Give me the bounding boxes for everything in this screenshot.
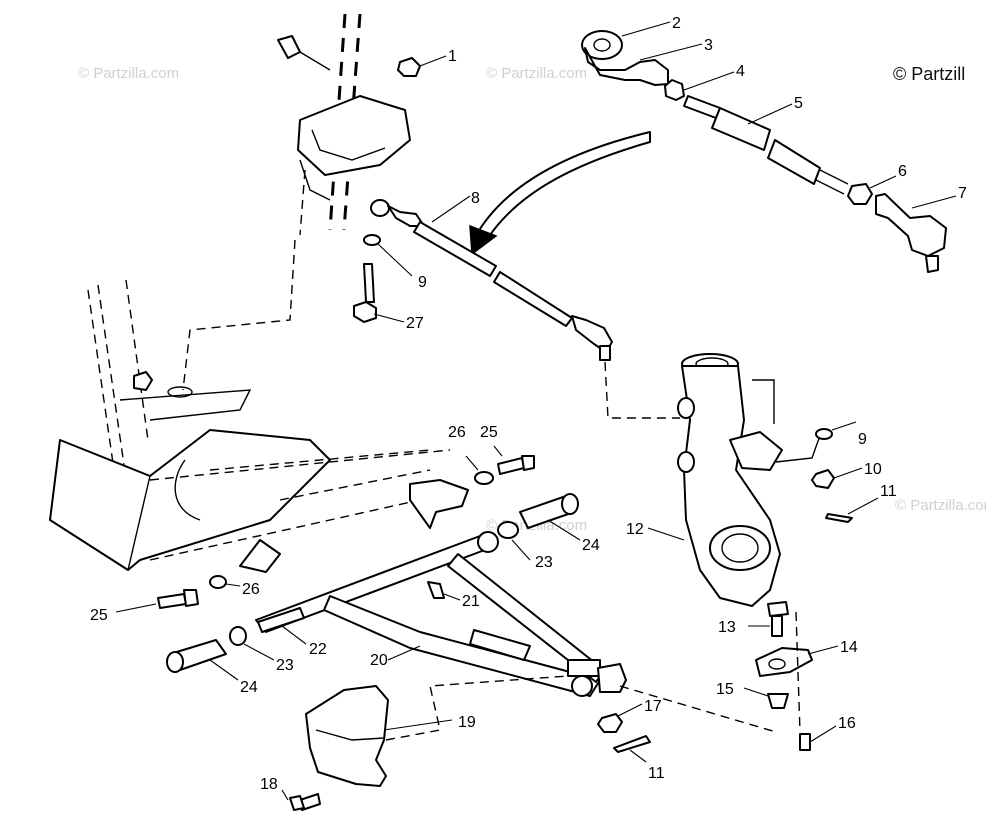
hardware-upper-left: 26 25 xyxy=(448,424,535,485)
a-arm: 20 21 xyxy=(255,531,627,697)
callout-label: 27 xyxy=(406,315,424,332)
callout-label: 23 xyxy=(535,554,553,571)
callout-label: 14 xyxy=(840,639,858,656)
hardware-right-upper: 9 10 11 xyxy=(811,421,897,523)
callout-label: 17 xyxy=(644,698,662,715)
bushings-lower: 22 23 24 xyxy=(166,607,327,696)
spindle-knuckle: 12 xyxy=(626,353,823,607)
callout-label: 8 xyxy=(471,190,480,207)
callout-label: 11 xyxy=(648,765,665,782)
bolt-18: 18 xyxy=(260,776,321,811)
callout-label: 24 xyxy=(582,537,600,554)
hardware-lower-center: 17 11 xyxy=(597,698,665,782)
callout-label: 9 xyxy=(858,431,867,448)
watermark: © Partzilla.com xyxy=(78,65,179,82)
callout-label: 2 xyxy=(672,15,681,32)
callout-label: 10 xyxy=(864,461,882,478)
callout-label: 1 xyxy=(448,48,457,65)
callout-label: 13 xyxy=(718,619,736,636)
bushings-upper: 24 23 xyxy=(497,493,600,571)
callout-label: 20 xyxy=(370,652,388,669)
steering-column xyxy=(182,13,411,391)
tie-rod-assembled: 8 9 27 xyxy=(353,190,680,419)
callout-label: 4 xyxy=(736,63,745,80)
callout-label: 9 xyxy=(418,274,427,291)
tie-rod-exploded: 2 3 4 5 6 7 xyxy=(581,15,967,273)
watermark: © Partzilla.com xyxy=(895,497,986,514)
callout-label: 18 xyxy=(260,776,278,793)
callout-label: 3 xyxy=(704,37,713,54)
callout-label: 11 xyxy=(880,483,897,500)
callout-label: 25 xyxy=(480,424,498,441)
callout-label: 26 xyxy=(448,424,466,441)
ball-joint-hardware: 13 14 15 16 xyxy=(619,601,858,751)
callout-label: 24 xyxy=(240,679,258,696)
callout-label: 23 xyxy=(276,657,294,674)
callout-label: 19 xyxy=(458,714,476,731)
callout-label: 25 xyxy=(90,607,108,624)
callout-label: 21 xyxy=(462,593,480,610)
frame xyxy=(49,279,469,573)
watermark: © Partzilla.com xyxy=(486,65,587,82)
callout-label: 22 xyxy=(309,641,327,658)
callout-label: 26 xyxy=(242,581,260,598)
nut-1: 1 xyxy=(397,48,457,77)
callout-label: 15 xyxy=(716,681,734,698)
callout-label: 6 xyxy=(898,163,907,180)
hardware-lower-left: 25 26 xyxy=(90,575,260,624)
copyright-notice: © Partzill xyxy=(893,64,965,84)
skid-plate: 19 xyxy=(305,675,569,787)
callout-label: 5 xyxy=(794,95,803,112)
assembly-arrow xyxy=(469,131,651,256)
callout-label: 12 xyxy=(626,521,644,538)
callout-label: 16 xyxy=(838,715,856,732)
callout-label: 7 xyxy=(958,185,967,202)
